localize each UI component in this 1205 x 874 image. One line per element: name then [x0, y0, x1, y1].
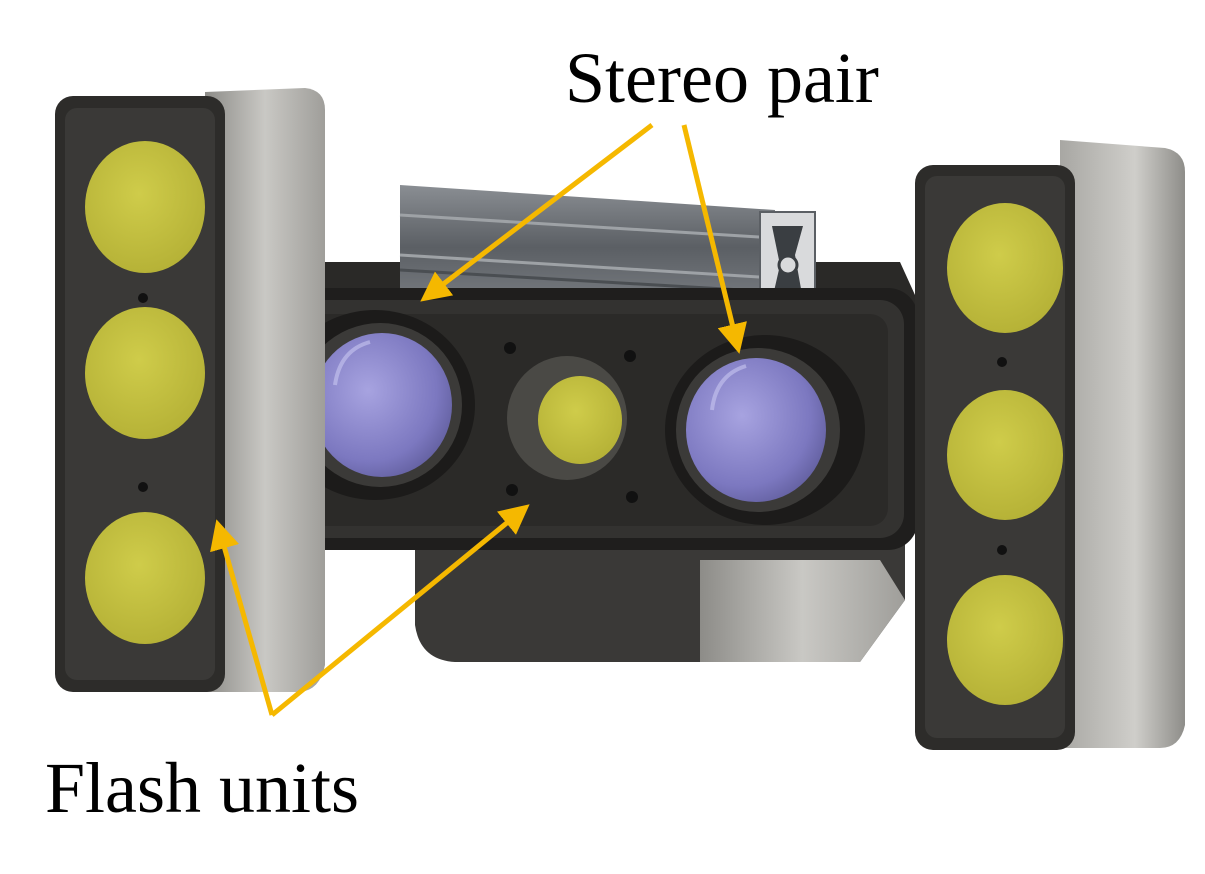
flash-lens	[85, 141, 205, 273]
flash-lens	[947, 390, 1063, 520]
arrow-to-right-lens	[681, 124, 747, 354]
flash-units-label: Flash units	[45, 748, 360, 828]
arrow-to-side-flash	[210, 519, 275, 716]
arrow-to-left-lens	[420, 123, 654, 302]
flash-lens	[947, 203, 1063, 333]
flash-lens	[947, 575, 1063, 705]
left-flash-unit	[55, 88, 325, 692]
flash-lens	[85, 512, 205, 644]
mount-bracket	[415, 520, 905, 662]
center-flash-unit	[504, 342, 638, 503]
flash-units-arrows	[210, 504, 530, 717]
stereo-pair-arrows	[420, 123, 747, 354]
right-camera-lens	[665, 335, 865, 525]
stereo-pair-label: Stereo pair	[565, 38, 879, 118]
right-flash-unit	[915, 140, 1185, 750]
arrow-to-center-flash	[270, 504, 530, 717]
flash-lens	[85, 307, 205, 439]
